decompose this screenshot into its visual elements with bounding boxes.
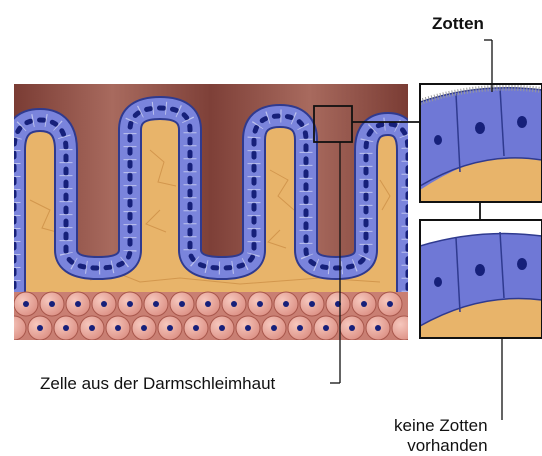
villi-label: Zotten xyxy=(432,14,484,34)
submucosa-cells xyxy=(2,292,416,340)
no-villi-label-line1: keine Zotten xyxy=(394,416,488,436)
no-villi-label: keine Zotten vorhanden xyxy=(394,416,488,456)
no-villi-label-line2: vorhanden xyxy=(394,436,488,456)
zoom-no-villi xyxy=(420,220,542,338)
zoom-with-villi xyxy=(420,84,542,202)
cell-label: Zelle aus der Darmschleimhaut xyxy=(40,374,275,394)
